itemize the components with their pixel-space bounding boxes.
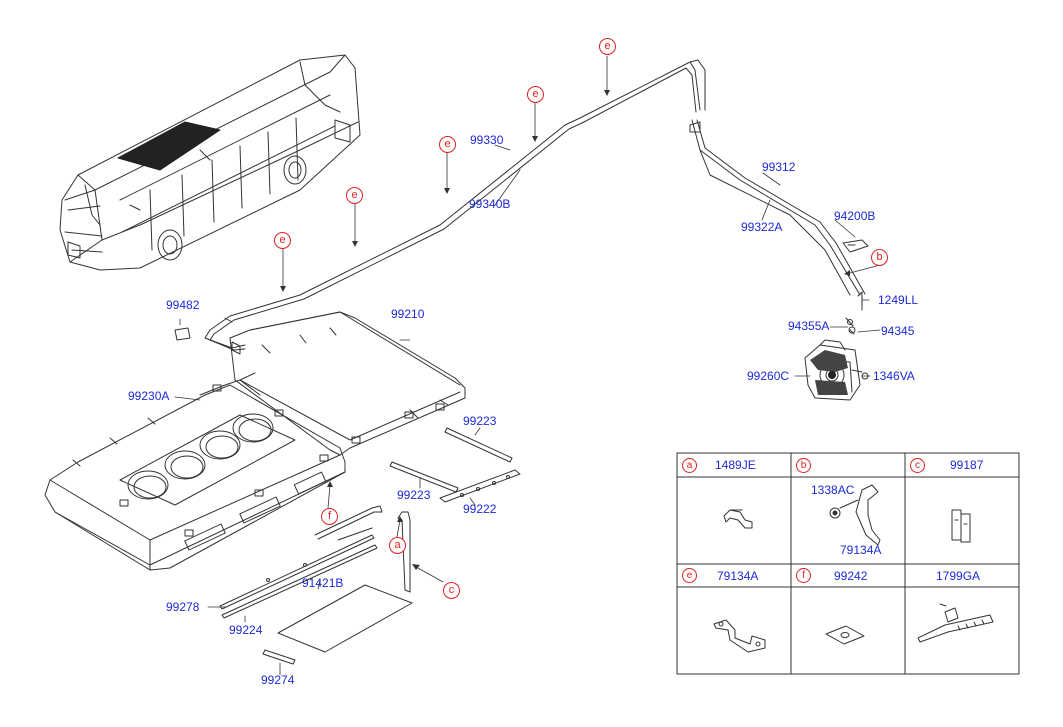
part-label: 99274 [261,673,295,687]
legend-clamp-1489JE [723,509,753,529]
legend-letter-a: a [682,458,697,473]
part-label: 94345 [881,324,915,338]
callout-e: e [527,86,544,103]
part-label: 99224 [229,623,263,637]
legend-clip-99187 [951,509,971,543]
refrigerant-pipes [204,59,866,355]
legend-part: 79134A [717,569,759,583]
part-label: 99322A [741,220,783,234]
callout-c: c [443,582,460,599]
callout-e: e [274,232,291,249]
label-sticker-99482 [174,327,191,341]
callout-e: e [599,38,616,55]
legend-part: 99187 [950,458,984,472]
bus-illustration [59,54,361,271]
ac-unit-99230A [44,372,346,571]
leader-lines [174,55,881,676]
legend-table [676,452,1020,675]
part-label: 99330 [470,133,504,147]
part-label: 99222 [463,502,497,516]
callout-a: a [389,537,406,554]
callout-e: e [439,136,456,153]
legend-sub-part: 1338AC [811,483,855,497]
legend-part: 99242 [834,569,868,583]
legend-letter-b: b [796,458,811,473]
legend-pad-99242 [825,625,865,645]
legend-bracket-79134A-b [829,484,881,546]
callout-f: f [321,508,338,525]
legend-letter-e: e [682,568,697,583]
part-label: 99278 [166,600,200,614]
part-label: 99223 [397,488,431,502]
part-label: 1249LL [878,293,919,307]
legend-letter-c: c [910,458,925,473]
roof-duct-99210 [229,311,466,456]
part-label: 99260C [747,369,790,383]
part-label: 99482 [166,298,200,312]
part-label: 99312 [762,160,796,174]
callout-e: e [346,187,363,204]
bus-roof-unit [117,121,221,171]
part-label: 94355A [788,319,830,333]
legend-letter-f: f [796,568,811,583]
legend-tie-1799GA [917,603,994,643]
fan-openings [127,413,274,500]
part-label: 94200B [834,209,876,223]
part-label: 99223 [463,414,497,428]
legend-part: 1799GA [936,569,981,583]
callout-b: b [871,249,888,266]
legend-part: 1489JE [715,458,756,472]
part-label: 99210 [391,307,425,321]
part-label: 91421B [302,576,344,590]
arrowheads [280,90,850,570]
strips [219,427,521,665]
legend-bracket-79134A-e [713,619,766,653]
part-label: 99340B [469,197,511,211]
part-label: 1346VA [873,369,915,383]
legend-sub-part: 79134A [840,543,882,557]
part-label: 99230A [128,389,170,403]
bracket-94200B [842,239,869,253]
